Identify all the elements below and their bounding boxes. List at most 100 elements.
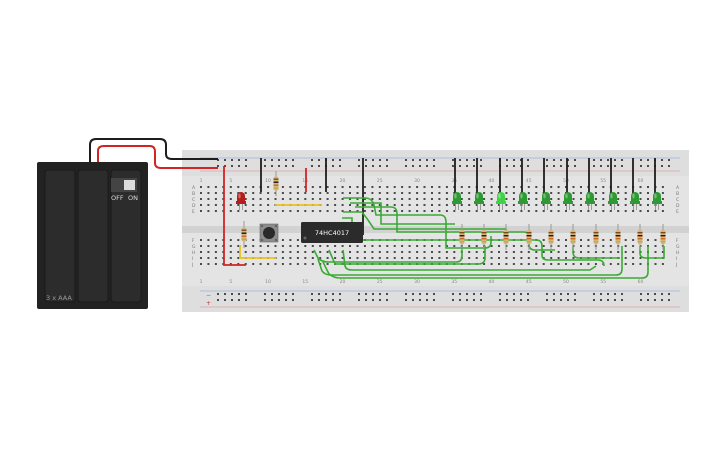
resistor[interactable] [481,224,487,250]
breadboard-hole[interactable] [498,210,500,212]
rail-hole[interactable] [614,299,616,301]
breadboard-hole[interactable] [244,192,247,194]
breadboard-hole[interactable] [341,186,344,188]
breadboard-hole[interactable] [527,186,530,188]
breadboard-hole[interactable] [557,210,560,212]
breadboard-hole[interactable] [401,204,404,206]
breadboard-hole[interactable] [237,245,240,247]
rail-hole[interactable] [311,165,313,167]
breadboard-hole[interactable] [460,186,463,188]
breadboard-hole[interactable] [557,251,560,253]
breadboard-hole[interactable] [401,245,404,247]
breadboard-hole[interactable] [639,192,642,194]
breadboard-hole[interactable] [416,210,419,212]
breadboard-hole[interactable] [281,198,284,200]
breadboard-hole[interactable] [483,263,486,265]
breadboard-hole[interactable] [594,251,597,253]
rail-hole[interactable] [480,299,482,301]
breadboard-hole[interactable] [252,192,255,194]
rail-hole[interactable] [339,159,341,161]
breadboard-hole[interactable] [319,192,322,194]
breadboard-hole[interactable] [371,192,374,194]
breadboard-hole[interactable] [609,239,612,241]
breadboard-hole[interactable] [416,186,419,188]
breadboard-hole[interactable] [237,257,240,259]
breadboard-hole[interactable] [259,198,262,200]
breadboard-hole[interactable] [214,245,217,247]
breadboard-hole[interactable] [229,251,232,253]
breadboard-hole[interactable] [334,251,337,253]
rail-hole[interactable] [224,159,226,161]
breadboard-hole[interactable] [445,210,448,212]
rail-hole[interactable] [640,293,642,295]
rail-hole[interactable] [513,165,515,167]
breadboard-hole[interactable] [512,204,515,206]
breadboard-hole[interactable] [363,210,366,212]
breadboard-hole[interactable] [431,204,433,206]
breadboard-hole[interactable] [229,204,232,206]
breadboard-hole[interactable] [408,210,411,212]
breadboard-hole[interactable] [557,204,560,206]
breadboard-hole[interactable] [252,239,255,241]
rail-hole[interactable] [459,165,461,167]
breadboard-hole[interactable] [349,245,351,247]
breadboard-hole[interactable] [229,263,232,265]
breadboard-hole[interactable] [639,257,642,259]
rail-hole[interactable] [614,159,616,161]
rail-hole[interactable] [325,293,327,295]
breadboard-hole[interactable] [267,192,270,194]
rail-hole[interactable] [640,299,642,301]
breadboard-hole[interactable] [386,192,389,194]
breadboard-hole[interactable] [550,251,553,253]
rail-hole[interactable] [466,299,468,301]
breadboard-hole[interactable] [334,245,337,247]
rail-hole[interactable] [499,293,501,295]
breadboard-hole[interactable] [550,198,553,200]
breadboard-hole[interactable] [311,245,314,247]
breadboard-hole[interactable] [304,263,307,265]
breadboard-hole[interactable] [602,245,605,247]
breadboard-hole[interactable] [557,192,560,194]
breadboard-hole[interactable] [654,251,657,253]
rail-hole[interactable] [647,293,649,295]
rail-hole[interactable] [372,299,374,301]
breadboard-hole[interactable] [632,210,635,212]
breadboard-hole[interactable] [483,210,486,212]
output-led-3[interactable] [496,192,506,210]
rail-hole[interactable] [386,299,388,301]
breadboard-hole[interactable] [490,192,493,194]
breadboard-hole[interactable] [311,198,314,200]
breadboard-hole[interactable] [214,239,217,241]
breadboard-hole[interactable] [244,251,247,253]
rail-hole[interactable] [567,159,569,161]
breadboard-hole[interactable] [580,192,582,194]
rail-hole[interactable] [527,293,529,295]
breadboard-hole[interactable] [550,263,553,265]
rail-hole[interactable] [560,299,562,301]
breadboard-hole[interactable] [594,198,597,200]
resistor[interactable] [503,224,509,250]
breadboard-hole[interactable] [393,204,396,206]
breadboard-hole[interactable] [393,245,396,247]
breadboard-hole[interactable] [594,186,597,188]
rail-hole[interactable] [506,165,508,167]
breadboard-hole[interactable] [408,245,411,247]
breadboard-hole[interactable] [505,263,508,265]
breadboard-hole[interactable] [416,204,419,206]
output-led-7[interactable] [585,192,595,210]
breadboard-hole[interactable] [252,210,255,212]
rail-hole[interactable] [224,165,226,167]
breadboard-hole[interactable] [512,251,515,253]
breadboard-hole[interactable] [326,192,329,194]
breadboard-hole[interactable] [259,263,262,265]
breadboard-hole[interactable] [475,204,478,206]
rail-hole[interactable] [527,159,529,161]
breadboard-hole[interactable] [557,186,560,188]
breadboard-hole[interactable] [468,192,471,194]
input-led-red[interactable] [236,192,246,210]
breadboard-hole[interactable] [490,251,493,253]
breadboard-hole[interactable] [438,257,441,259]
rail-hole[interactable] [668,293,670,295]
breadboard-hole[interactable] [207,186,210,188]
resistor[interactable] [526,224,532,250]
